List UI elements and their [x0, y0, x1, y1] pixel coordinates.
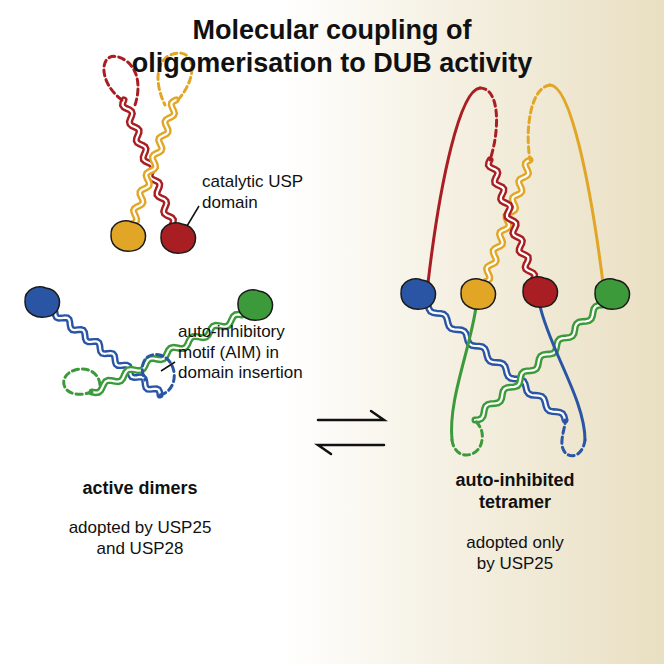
leader-line — [187, 206, 199, 226]
linker-line — [452, 307, 476, 440]
usp-domain — [161, 223, 196, 253]
coiled-coil — [488, 160, 534, 280]
state-note: adopted by USP25 and USP28 — [60, 518, 220, 559]
linker-line — [428, 88, 480, 283]
usp-domain — [595, 279, 630, 309]
coiled-coil — [475, 305, 602, 420]
state-note: adopted only by USP25 — [456, 533, 574, 574]
leader-line — [161, 362, 175, 371]
usp-domain — [238, 290, 273, 320]
coiled-coil-core — [132, 100, 176, 224]
usp-domain — [401, 279, 436, 309]
coiled-coil — [132, 100, 176, 224]
usp-domain — [461, 279, 496, 309]
coiled-coil-core — [475, 305, 602, 420]
callout-label: auto-inhibitory motif (AIM) in domain in… — [178, 322, 318, 384]
state-heading: active dimers — [40, 478, 240, 500]
aim-loop — [480, 88, 497, 160]
title: Molecular coupling of oligomerisation to… — [92, 14, 572, 80]
aim-loop — [452, 420, 482, 455]
usp-domain — [523, 277, 558, 307]
state-heading: auto-inhibited tetramer — [420, 470, 610, 514]
aim-loop — [562, 420, 585, 456]
usp-domain — [25, 287, 60, 317]
callout-label: catalytic USP domain — [202, 172, 312, 213]
linker-line — [550, 85, 603, 283]
aim-loop — [142, 355, 174, 395]
aim-loop — [528, 85, 550, 160]
reverse-arrow — [318, 445, 384, 454]
coiled-coil-core — [488, 160, 534, 280]
linker-line — [540, 306, 585, 440]
forward-arrow — [318, 411, 384, 420]
usp-domain — [111, 221, 146, 251]
aim-loop — [64, 369, 100, 394]
